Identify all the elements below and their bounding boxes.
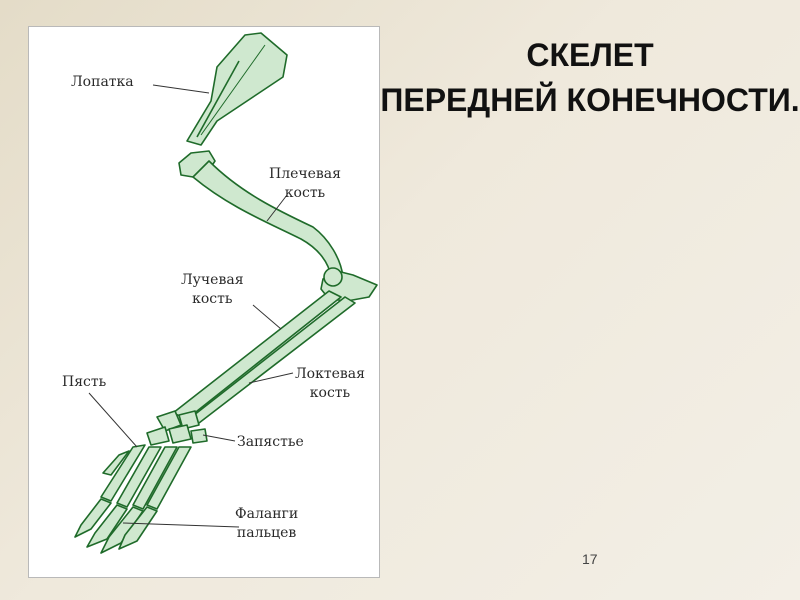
scapula-ridge	[200, 44, 266, 136]
phalanx-digit-4	[118, 506, 158, 550]
metacarpal-2	[116, 446, 162, 508]
phalanx-digit-2	[86, 504, 128, 548]
scapula-spine	[196, 60, 240, 138]
forelimb-skeleton-drawing	[74, 32, 378, 554]
ulna-bone	[188, 296, 356, 424]
leader-phalanges	[122, 522, 240, 528]
phalanx-digit-3	[100, 506, 144, 554]
label-metacarpus: Пясть	[62, 374, 107, 390]
page-number: 17	[582, 551, 598, 567]
leader-metacarpus	[88, 392, 138, 448]
title-line-1: СКЕЛЕТ	[526, 37, 654, 73]
scapula-bone	[186, 32, 288, 146]
phalanx-digit-1	[74, 498, 112, 538]
leader-radius	[252, 304, 282, 330]
label-carpus: Запястье	[237, 434, 304, 450]
carpal-block-2	[178, 410, 200, 430]
metacarpal-4	[146, 446, 192, 510]
dewclaw	[102, 450, 130, 476]
leader-carpus	[202, 434, 236, 442]
carpal-block-4	[168, 424, 192, 444]
leader-scapula	[152, 84, 210, 94]
carpal-block-1	[156, 410, 182, 432]
slide-title: СКЕЛЕТ ПЕРЕДНЕЙ КОНЕЧНОСТИ.	[380, 33, 800, 123]
title-line-2: ПЕРЕДНЕЙ КОНЕЧНОСТИ.	[380, 82, 800, 118]
metacarpal-1	[100, 444, 146, 502]
elbow-condyle	[323, 267, 343, 287]
carpal-block-5	[190, 428, 208, 444]
leader-ulna	[248, 372, 294, 384]
metacarpal-3	[132, 446, 178, 510]
carpal-block-3	[146, 426, 170, 446]
label-scapula: Лопатка	[71, 74, 134, 90]
leader-humerus	[266, 194, 288, 222]
